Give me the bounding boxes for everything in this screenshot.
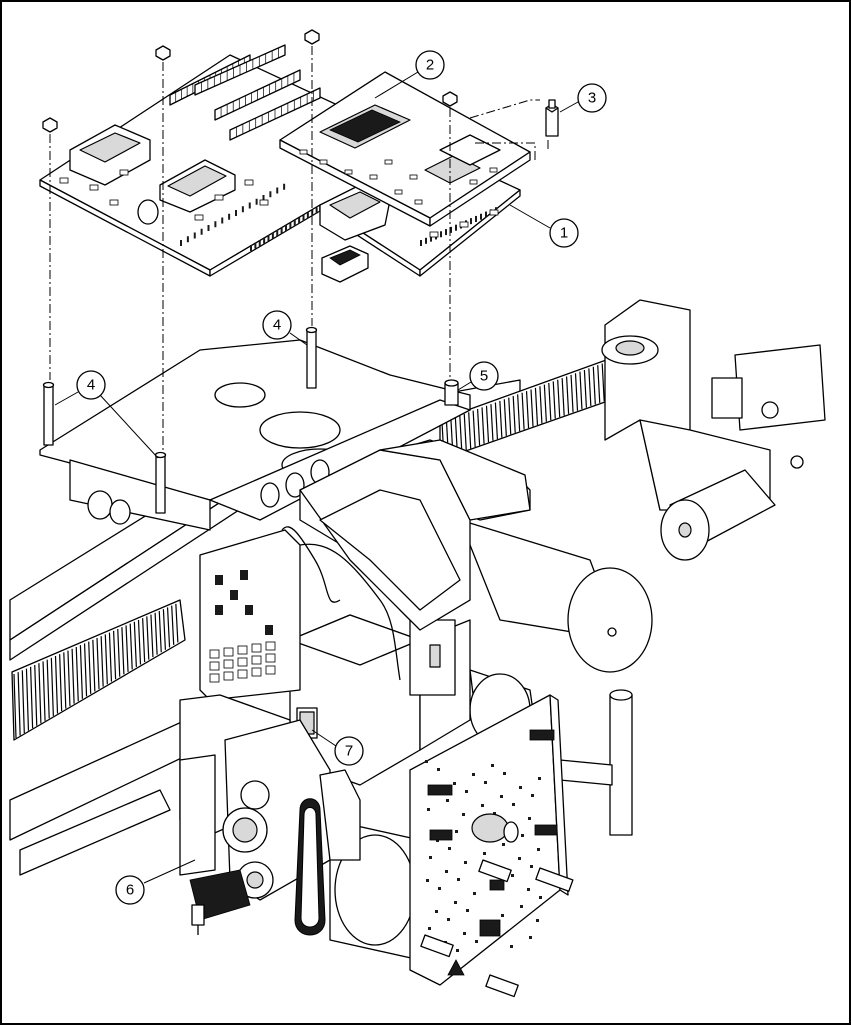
svg-text:2: 2 <box>426 57 434 74</box>
callout-3: 3 <box>560 84 606 112</box>
hex-spacer <box>546 100 558 136</box>
loose-connector <box>322 246 368 282</box>
standoff-left-rear <box>156 453 166 514</box>
pulley-housing <box>602 300 825 510</box>
svg-text:6: 6 <box>126 882 134 899</box>
svg-text:5: 5 <box>480 368 488 385</box>
svg-text:4: 4 <box>87 377 95 394</box>
svg-text:7: 7 <box>345 743 353 760</box>
standoff-left-front <box>44 383 54 446</box>
callout-1: 1 <box>510 205 578 247</box>
standoff-right <box>445 380 458 405</box>
svg-text:4: 4 <box>273 317 281 334</box>
standoff-center <box>307 328 317 389</box>
callout-4-center: 4 <box>263 311 307 345</box>
support-post <box>560 690 632 835</box>
svg-text:3: 3 <box>588 90 596 107</box>
y-axis-motor <box>460 520 652 672</box>
capacitor <box>138 200 158 224</box>
svg-text:1: 1 <box>560 225 568 242</box>
callout-5: 5 <box>458 362 498 390</box>
